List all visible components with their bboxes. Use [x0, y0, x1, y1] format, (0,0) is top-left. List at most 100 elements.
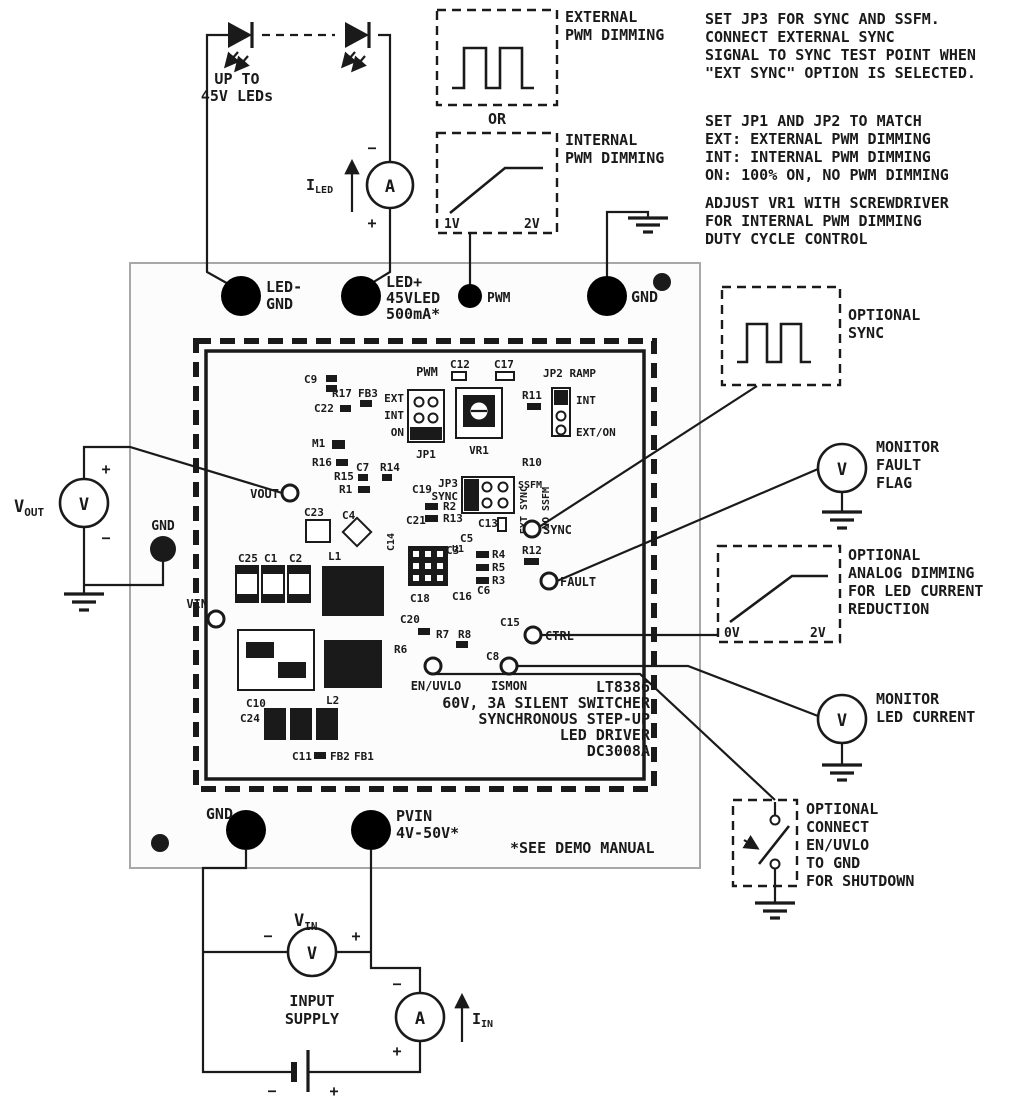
- external-pwm-label: EXTERNAL: [565, 8, 637, 26]
- ramp-wave-icon: [449, 166, 543, 215]
- note-line: "EXT SYNC" OPTION IS SELECTED.: [705, 64, 976, 82]
- testpoint-label: VIN: [186, 597, 208, 611]
- led-current-ammeter: A − + ILED: [306, 139, 415, 232]
- silk-jp2-int: INT: [576, 394, 596, 407]
- terminal-label: LED-: [266, 278, 302, 296]
- minus-sign: −: [392, 975, 401, 993]
- terminal-label: 500mA*: [386, 305, 440, 323]
- shutdown-label: OPTIONAL: [806, 800, 878, 818]
- terminal-label: PVIN: [396, 807, 432, 825]
- battery-plate-short: [291, 1062, 297, 1082]
- fault-voltmeter: V MONITOR FAULT FLAG: [816, 438, 940, 494]
- ref-c18: C18: [410, 592, 430, 605]
- optional-sync-label: OPTIONAL: [848, 306, 920, 324]
- led-symbol: [340, 22, 371, 73]
- wire: [605, 210, 650, 278]
- monitor-fault-label: MONITOR: [876, 438, 940, 456]
- ramp-wave-icon: [729, 574, 828, 624]
- testpoint-label: VOUT: [250, 487, 279, 501]
- minus-sign: −: [263, 927, 272, 945]
- gnd-post: GND: [150, 519, 176, 562]
- input-supply-label: INPUT: [289, 992, 334, 1010]
- shutdown-label: FOR SHUTDOWN: [806, 872, 914, 890]
- ref-c10: C10: [246, 697, 266, 710]
- note-line: SET JP1 AND JP2 TO MATCH: [705, 112, 922, 130]
- 45v-leds-label: 45V LEDs: [201, 87, 273, 105]
- terminal-pwm: [458, 284, 482, 308]
- test-points: VOUT VIN SYNC FAULT CTRL EN/UVLO ISMON: [186, 483, 596, 693]
- voltmeter-letter: V: [79, 495, 89, 515]
- led-string-label: UP TO 45V LEDs: [201, 70, 273, 105]
- switch-actuate-arrow: [742, 834, 760, 850]
- iled-label: ILED: [306, 176, 333, 196]
- monitor-led-current-label: LED CURRENT: [876, 708, 975, 726]
- plus-sign: +: [329, 1082, 338, 1100]
- board-title-line: 60V, 3A SILENT SWITCHER: [442, 694, 651, 712]
- note-line: INT: INTERNAL PWM DIMMING: [705, 148, 931, 166]
- minus-sign: −: [101, 529, 110, 547]
- board-title-line: LED DRIVER: [560, 726, 651, 744]
- note-line: SET JP3 FOR SYNC AND SSFM.: [705, 10, 940, 28]
- ref-c3: C3: [446, 544, 459, 557]
- wire: [84, 560, 165, 587]
- trimpot-vr1: [455, 387, 503, 439]
- ref-c7: C7: [356, 461, 369, 474]
- analog-dimming-label: FOR LED CURRENT: [848, 582, 983, 600]
- internal-pwm-label: INTERNAL: [565, 131, 637, 149]
- ref-c5: C5: [460, 532, 473, 545]
- optional-sync-label: SYNC: [848, 324, 884, 342]
- external-pwm-dimming-box: EXTERNAL PWM DIMMING: [435, 8, 664, 107]
- terminal-pvin: [351, 810, 391, 850]
- board-title-line: SYNCHRONOUS STEP-UP: [478, 710, 650, 728]
- ground-symbol: [628, 216, 668, 234]
- silk-ext: EXT: [384, 392, 404, 405]
- testpoint-ismon: [499, 656, 519, 676]
- analog-dimming-label: REDUCTION: [848, 600, 929, 618]
- led-symbol: [223, 22, 254, 73]
- analog-dimming-box: 0V 2V OPTIONAL ANALOG DIMMING FOR LED CU…: [716, 544, 983, 644]
- board-title-line: LT8386: [596, 678, 650, 696]
- mounting-hole: [653, 273, 671, 291]
- ref-c17: C17: [494, 358, 514, 371]
- ref-r4: R4: [492, 548, 506, 561]
- ground-symbol: [755, 901, 795, 920]
- board-components: PWM C12 C17 JP2 RAMP C9 R17 FB3 C22 M1 R…: [235, 358, 616, 763]
- up-to-label: UP TO: [214, 70, 259, 88]
- input-capacitors: [235, 565, 311, 603]
- wire-fault: [556, 467, 819, 583]
- silk-pwm: PWM: [416, 365, 438, 379]
- voltmeter-letter: V: [837, 460, 847, 480]
- ground-symbol: [822, 510, 862, 530]
- switch-arm: [757, 825, 791, 865]
- terminal-label: GND: [206, 805, 233, 823]
- internal-pwm-label: PWM DIMMING: [565, 149, 664, 167]
- ground-symbol: [822, 763, 862, 782]
- wire: [308, 1041, 422, 1074]
- inductor-l2: [324, 640, 382, 688]
- ref-c4: C4: [342, 509, 356, 522]
- ref-fb1: FB1: [354, 750, 374, 763]
- ref-r5: R5: [492, 561, 505, 574]
- ref-c6: C6: [477, 584, 491, 597]
- terminal-label: PWM: [487, 291, 511, 306]
- wire: [201, 850, 291, 1074]
- testpoint-label: SYNC: [543, 523, 572, 537]
- ramp-0v-label: 0V: [724, 626, 740, 641]
- pcb-outline: [204, 349, 646, 781]
- ref-c13: C13: [478, 517, 498, 530]
- jumper-jp1: [407, 389, 445, 443]
- output-capacitors: [264, 708, 338, 740]
- ref-c25: C25: [238, 552, 258, 565]
- testpoint-label: ISMON: [491, 679, 527, 693]
- terminal-gnd-bottom: [226, 810, 266, 850]
- ref-c14: C14: [386, 533, 397, 551]
- silk-on: ON: [391, 426, 404, 439]
- ref-r14: R14: [380, 461, 400, 474]
- ramp-1v-label: 1V: [444, 217, 460, 232]
- analog-dimming-label: ANALOG DIMMING: [848, 564, 974, 582]
- terminal-label: LED+: [386, 273, 422, 291]
- wire: [369, 850, 422, 993]
- square-wave-icon: [452, 46, 534, 90]
- ref-fb3: FB3: [358, 387, 378, 400]
- ref-c20: C20: [400, 613, 420, 626]
